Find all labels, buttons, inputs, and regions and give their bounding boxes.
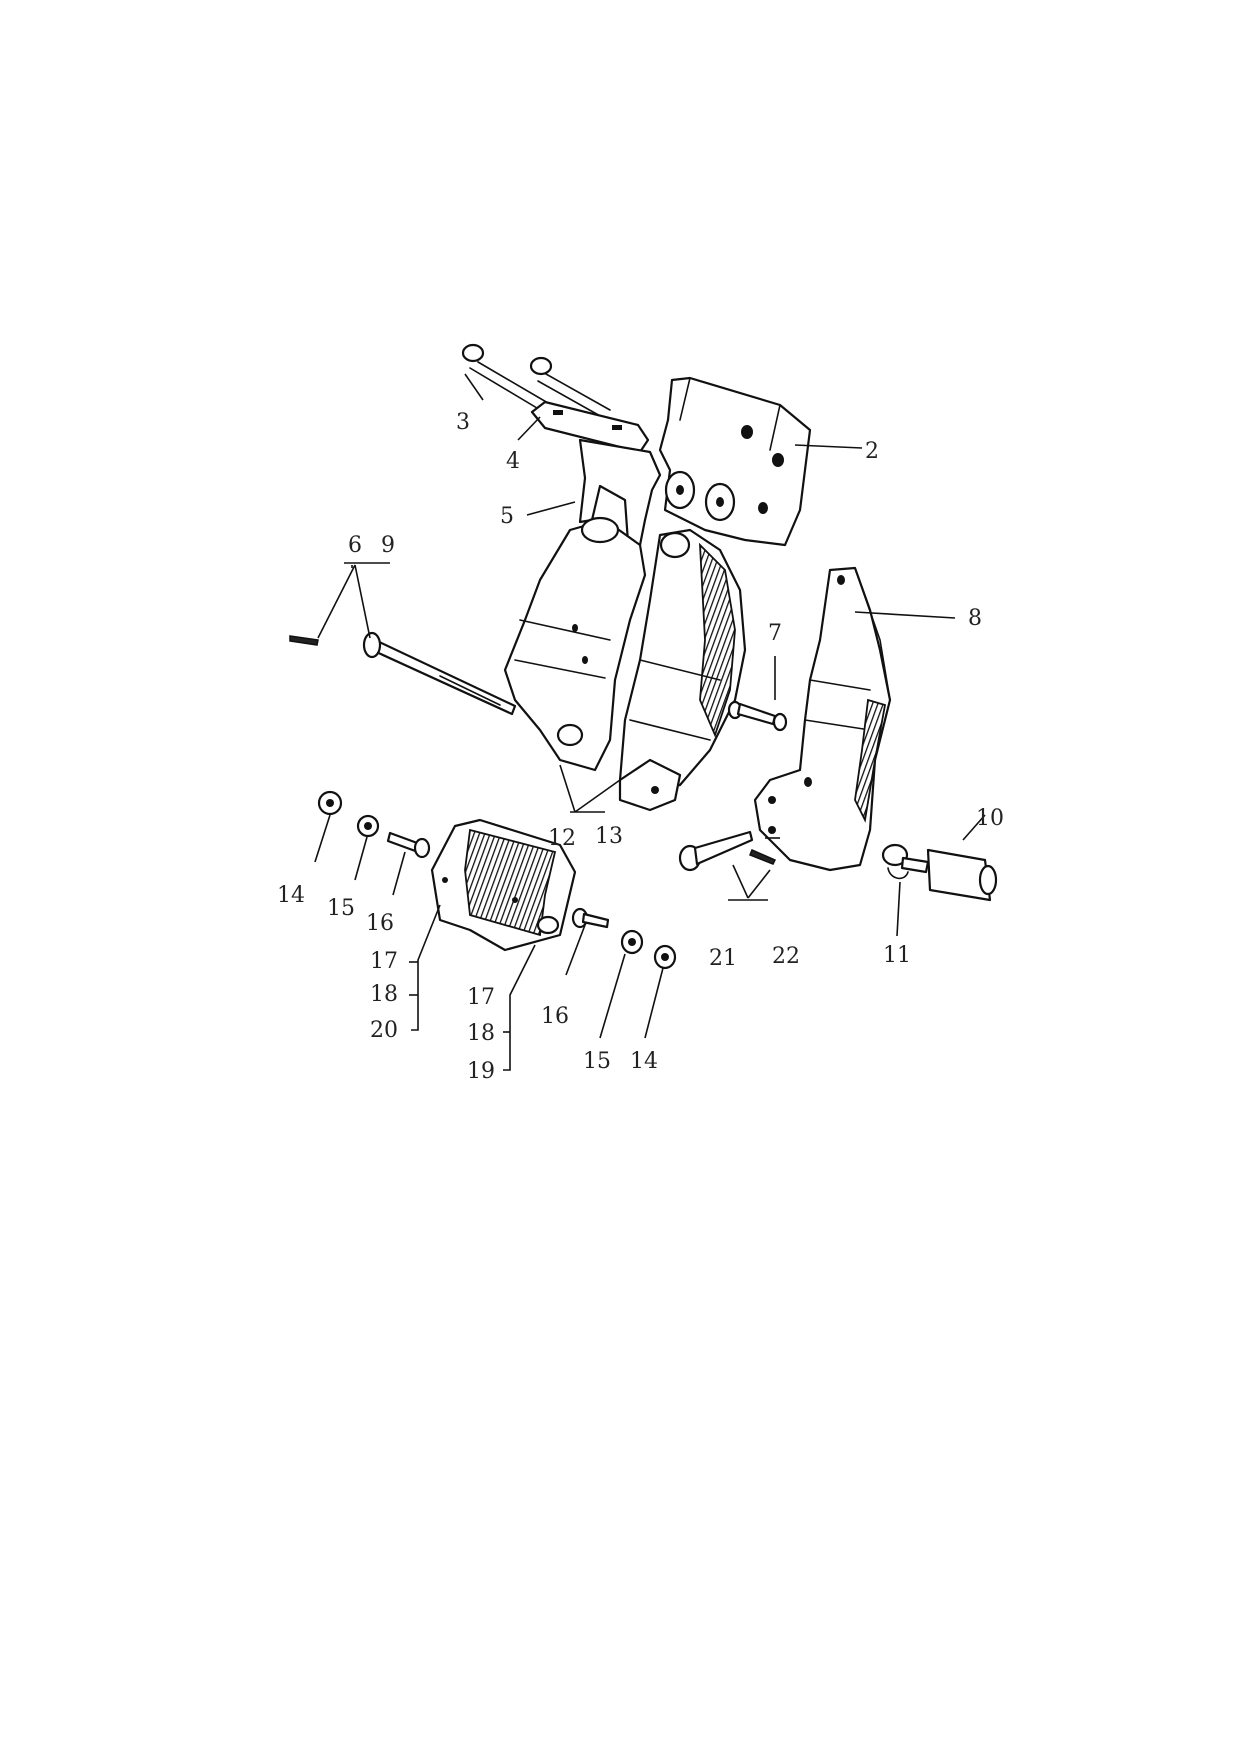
callout-17-left: 17 — [370, 949, 398, 974]
callout-4: 4 — [506, 449, 520, 474]
callout-19: 19 — [467, 1059, 495, 1084]
washer-part-15-right — [620, 929, 644, 955]
hanger-plate-part-8 — [753, 566, 892, 872]
callout-5: 5 — [500, 504, 514, 529]
callout-15-right: 15 — [583, 1049, 611, 1074]
brake-shoe-assembly-part-12-13 — [503, 516, 747, 812]
callout-14-right: 14 — [630, 1049, 658, 1074]
brake-head-part-2 — [658, 376, 812, 547]
callout-21: 21 — [709, 946, 737, 971]
callout-14-left: 14 — [277, 883, 305, 908]
bolt-part-16-left — [386, 831, 431, 859]
callout-16-right: 16 — [541, 1004, 569, 1029]
callout-16-left: 16 — [366, 911, 394, 936]
nut-part-14-right — [653, 944, 677, 970]
leader-lines — [314, 373, 986, 1071]
callout-3: 3 — [456, 410, 470, 435]
callout-18-left: 18 — [370, 982, 398, 1007]
nut-part-14-left — [317, 790, 343, 816]
callout-13: 13 — [595, 824, 623, 849]
callout-2: 2 — [865, 439, 879, 464]
small-bolt-part-7 — [727, 700, 788, 732]
callout-20: 20 — [370, 1018, 398, 1043]
adjuster-part-10-11 — [881, 843, 998, 902]
pin-part-21-22 — [678, 830, 777, 872]
callout-22: 22 — [772, 944, 800, 969]
callout-10: 10 — [976, 806, 1004, 831]
brake-block-part-17-18-20 — [430, 818, 577, 952]
callout-18-right: 18 — [467, 1021, 495, 1046]
callout-15-left: 15 — [327, 896, 355, 921]
callout-9: 9 — [381, 533, 395, 558]
callout-labels: 2 3 4 5 6 9 7 8 10 11 12 13 14 15 16 17 … — [277, 410, 1004, 1084]
callout-7: 7 — [768, 621, 782, 646]
callout-6: 6 — [348, 533, 362, 558]
bolt-part-3 — [461, 343, 611, 418]
washer-part-15-left — [356, 814, 380, 838]
callout-12: 12 — [548, 826, 576, 851]
callout-11: 11 — [883, 943, 911, 968]
callout-8: 8 — [968, 606, 982, 631]
lock-plate-part-4 — [530, 400, 650, 454]
bolt-part-16-right — [571, 907, 610, 929]
pin-part-6-9 — [289, 631, 517, 716]
callout-17-right: 17 — [467, 985, 495, 1010]
